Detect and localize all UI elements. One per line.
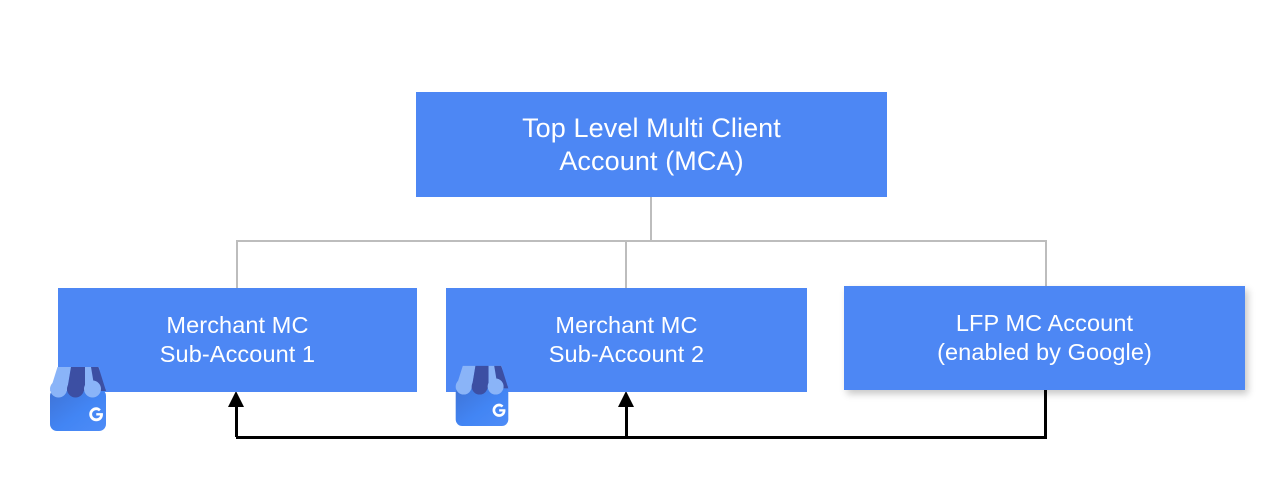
- google-my-business-storefront-icon: [448, 364, 516, 426]
- flow-lfp-down-leg: [1044, 390, 1047, 437]
- node-lfp-mc-account[interactable]: LFP MC Account (enabled by Google): [844, 286, 1245, 390]
- flow-arrow-leg-sub1: [235, 400, 238, 437]
- node-merchant-sub-account-2[interactable]: Merchant MC Sub-Account 2: [446, 288, 807, 392]
- flow-feedback-bus: [236, 436, 1047, 439]
- connector-drop-lfp: [1045, 240, 1047, 288]
- google-my-business-storefront-icon: [42, 365, 114, 431]
- node-lfp-mc-account-line1: LFP MC Account: [955, 310, 1134, 337]
- node-merchant-sub-account-1-line1: Merchant MC: [166, 312, 309, 339]
- connector-drop-sub2: [625, 240, 627, 290]
- node-top-level-mca-line2: Account (MCA): [559, 145, 744, 176]
- node-merchant-sub-account-1-line2: Sub-Account 1: [159, 341, 316, 367]
- arrowhead-to-sub1-icon: [228, 391, 244, 407]
- flow-arrow-leg-sub2: [625, 400, 628, 437]
- node-lfp-mc-account-line2: (enabled by Google): [937, 339, 1152, 365]
- node-top-level-mca[interactable]: Top Level Multi Client Account (MCA): [416, 92, 887, 197]
- connector-drop-sub1: [236, 240, 238, 290]
- node-merchant-sub-account-2-line1: Merchant MC: [555, 312, 698, 339]
- node-top-level-mca-line1: Top Level Multi Client: [522, 112, 781, 143]
- connector-horizontal-bus: [236, 240, 1047, 242]
- node-merchant-sub-account-2-line2: Sub-Account 2: [548, 341, 705, 367]
- node-merchant-sub-account-1[interactable]: Merchant MC Sub-Account 1: [58, 288, 417, 392]
- arrowhead-to-sub2-icon: [618, 391, 634, 407]
- connector-mca-trunk: [650, 197, 652, 242]
